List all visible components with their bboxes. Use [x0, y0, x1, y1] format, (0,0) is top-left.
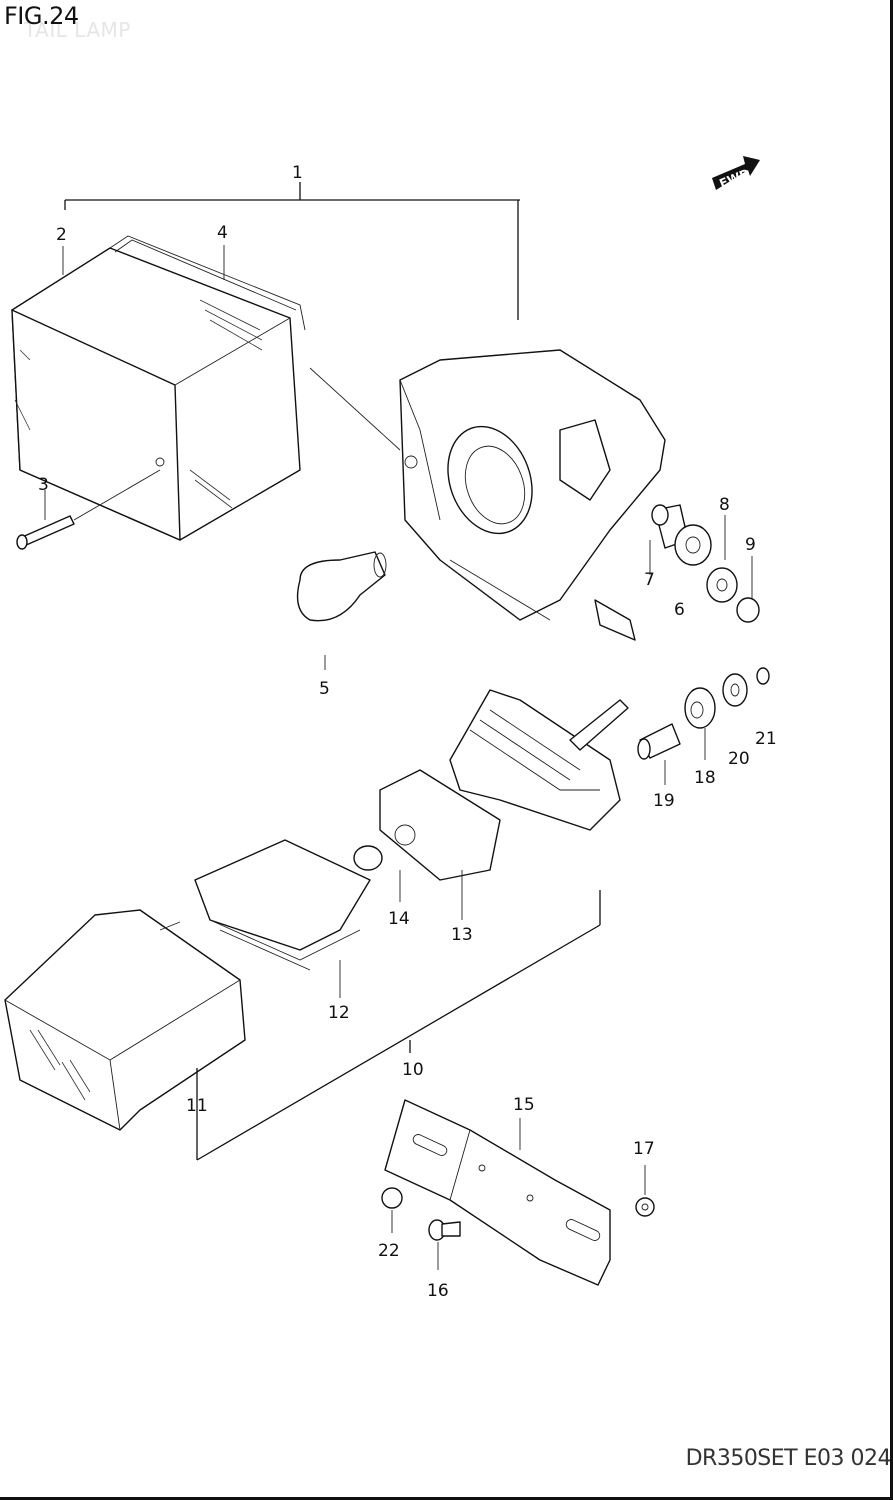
callout-4: 4 — [217, 223, 228, 243]
callout-1: 1 — [292, 163, 303, 183]
callout-11: 11 — [186, 1096, 208, 1116]
callout-18: 18 — [694, 768, 716, 788]
callout-9: 9 — [745, 535, 756, 555]
tail-lens — [11, 235, 401, 541]
lens-screw — [16, 469, 161, 550]
callout-21: 21 — [755, 729, 777, 749]
callout-6: 6 — [674, 600, 685, 620]
lower-fastener-stack — [637, 667, 770, 760]
callout-14: 14 — [388, 909, 410, 929]
assembly-bracket-10 — [196, 890, 601, 1161]
assembly-bracket-1 — [64, 182, 520, 320]
license-lamp-base — [353, 689, 629, 881]
callout-16: 16 — [427, 1281, 449, 1301]
callout-17: 17 — [633, 1139, 655, 1159]
callout-22: 22 — [378, 1241, 400, 1261]
callout-2: 2 — [56, 225, 67, 245]
fwd-arrow-icon: FWD — [712, 156, 760, 191]
bulb — [296, 551, 387, 622]
figure-title: FIG.24 — [4, 2, 79, 30]
figure-subtitle: TAIL LAMP — [24, 18, 131, 42]
callout-10: 10 — [402, 1060, 424, 1080]
lamp-housing — [399, 349, 666, 641]
license-cover — [4, 909, 246, 1131]
callout-5: 5 — [319, 679, 330, 699]
callout-7: 7 — [644, 570, 655, 590]
callout-19: 19 — [653, 791, 675, 811]
right-border — [890, 0, 893, 1500]
callout-12: 12 — [328, 1003, 350, 1023]
callout-20: 20 — [728, 749, 750, 769]
callout-15: 15 — [513, 1095, 535, 1115]
mounting-plate — [384, 1099, 611, 1286]
callout-8: 8 — [719, 495, 730, 515]
callout-13: 13 — [451, 925, 473, 945]
callout-numbers: 1 2 3 4 5 6 7 8 9 10 11 12 13 14 15 16 1… — [38, 163, 777, 1301]
figure-footer-code: DR350SET E03 024 — [685, 1446, 892, 1471]
plate-fasteners — [381, 1187, 655, 1241]
license-lens — [194, 839, 371, 971]
bottom-border — [0, 1497, 893, 1500]
upper-fastener-stack — [651, 504, 760, 623]
callout-3: 3 — [38, 475, 49, 495]
leader-lines — [44, 245, 753, 1270]
